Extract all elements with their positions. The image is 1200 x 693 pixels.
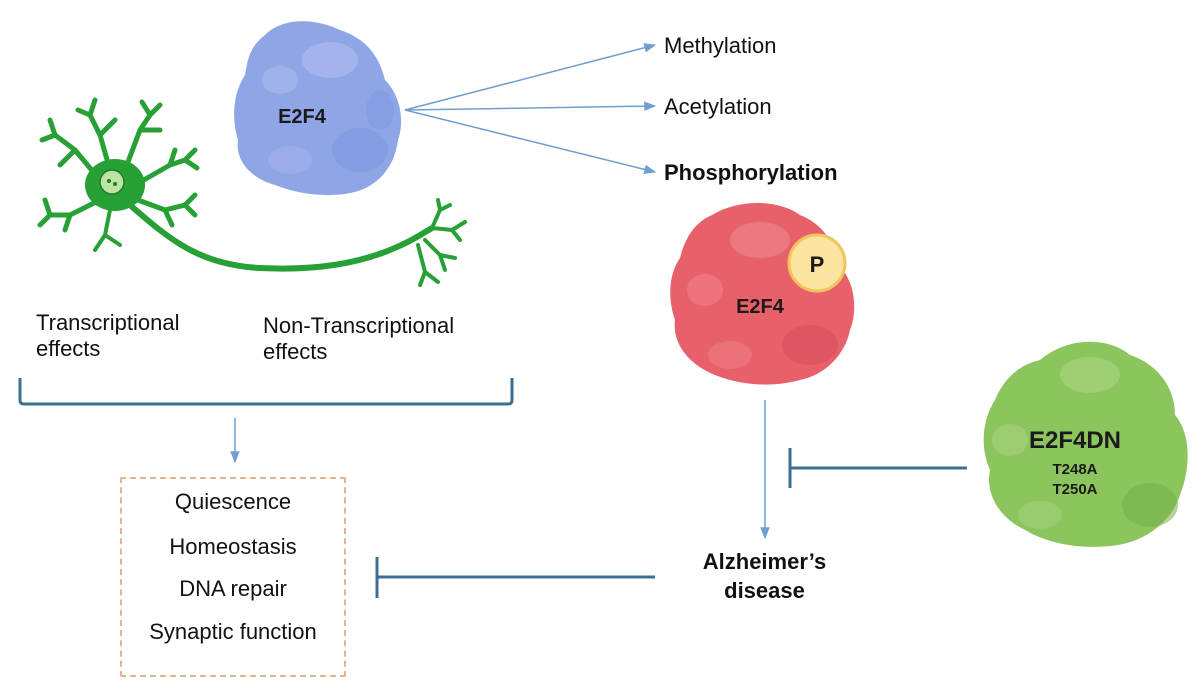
outcome-homeostasis: Homeostasis [169,534,297,559]
e2f4-protein-blue: E2F4 [234,21,402,196]
modification-arrows [404,43,657,175]
transcriptional-line-1: Transcriptional [36,310,180,335]
acetylation-label: Acetylation [664,94,772,119]
inhibition-e2f4dn [788,448,967,488]
non-transcriptional-line-2: effects [263,338,328,364]
neuron-soma [85,159,145,211]
e2f4dn-mutation-1: T248A [1052,461,1097,478]
phosphate-badge: P [787,233,847,293]
outcome-synaptic-function: Synaptic function [149,619,317,644]
non-transcriptional-line-1: Non-Transcriptional [263,313,455,338]
neuron-illustration [37,97,467,287]
effects-bracket [18,378,514,406]
disease-line-1: Alzheimer’s [702,549,827,574]
phosphate-label: P [810,252,825,277]
e2f4-blue-label: E2F4 [278,106,327,128]
alzheimers-disease-label: Alzheimer’s disease [672,548,857,605]
methylation-label: Methylation [664,33,777,58]
outcomes-box: Quiescence Homeostasis DNA repair Synapt… [120,477,346,677]
non-transcriptional-effects-label: Non-Transcriptional effects [263,313,454,365]
e2f4dn-protein: E2F4DN T248A T250A [983,341,1188,547]
outcome-quiescence: Quiescence [174,489,292,514]
transcriptional-line-2: effects [36,335,101,361]
e2f4dn-label: E2F4DN [1029,427,1121,454]
e2f4dn-mutation-2: T250A [1052,481,1097,498]
inhibition-disease [375,557,655,598]
outcome-dna-repair: DNA repair [179,576,287,601]
e2f4-protein-phosphorylated: E2F4 [670,202,855,385]
transcriptional-effects-label: Transcriptional effects [36,310,179,362]
e2f4-red-label: E2F4 [736,296,785,318]
disease-line-2: disease [724,577,805,603]
phosphorylation-label: Phosphorylation [664,160,838,185]
